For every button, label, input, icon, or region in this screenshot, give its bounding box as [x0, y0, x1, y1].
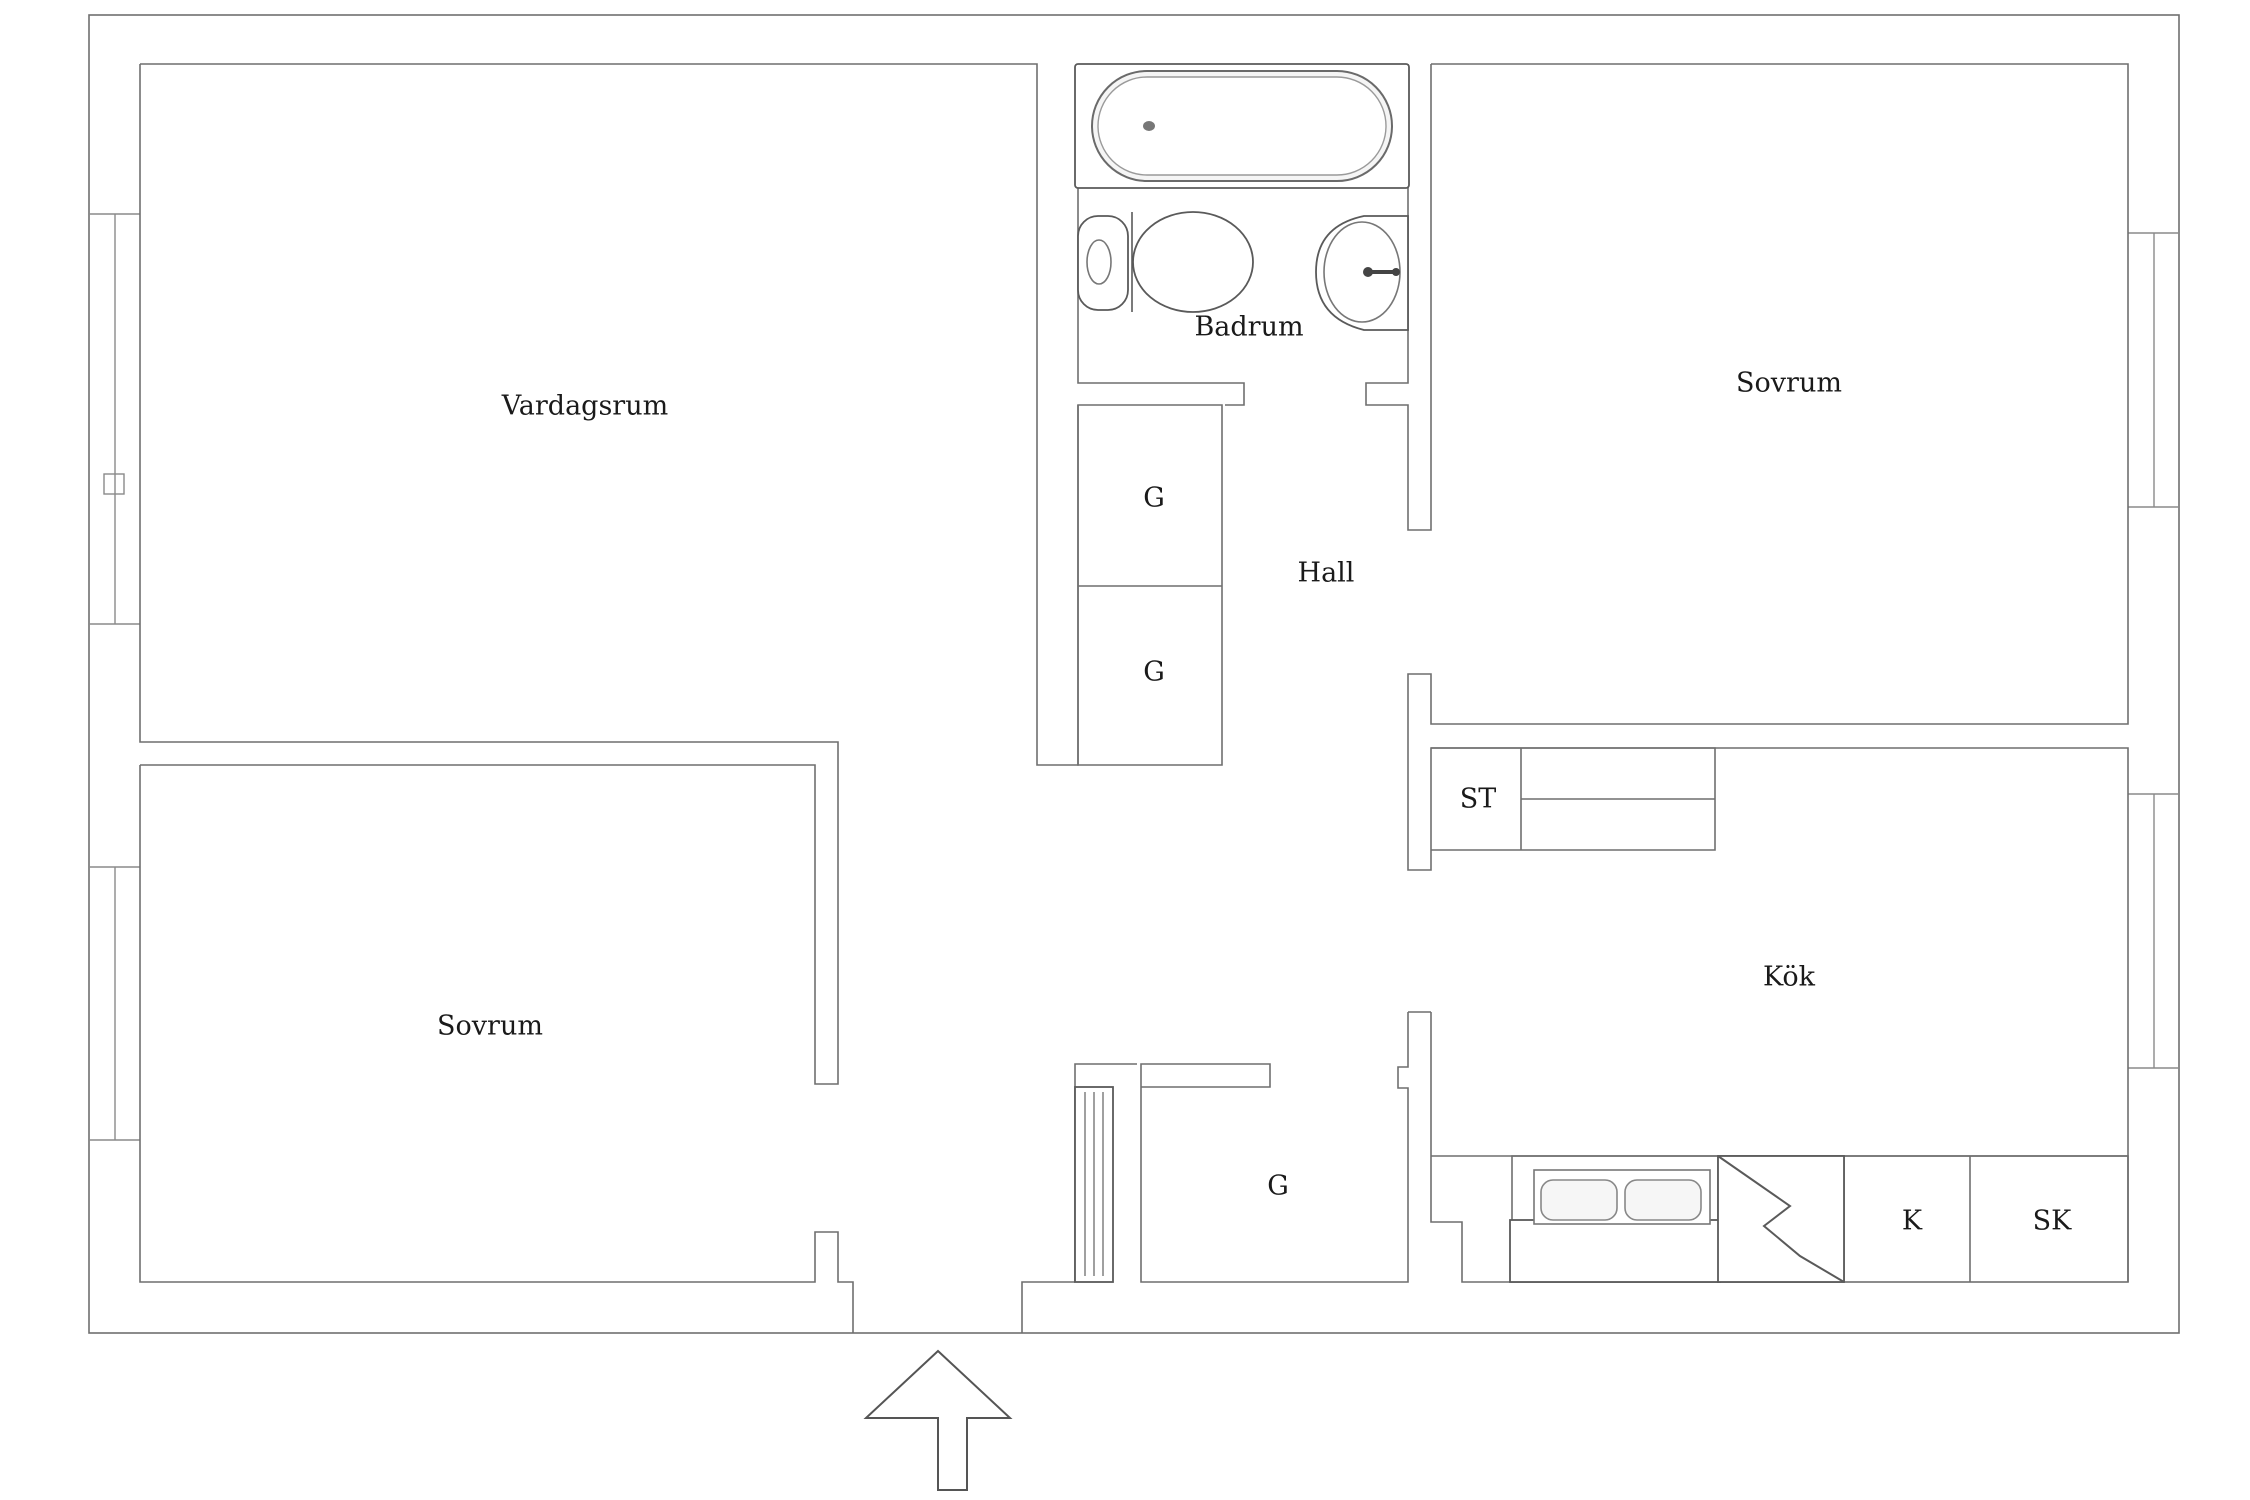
window-left-top — [89, 213, 140, 625]
window-right-top — [2128, 232, 2179, 508]
kitchen-walls — [1140, 1011, 2128, 1283]
fixture-label-freezer: SK — [2033, 1206, 2072, 1237]
stove-icon — [1717, 1155, 1845, 1283]
storage-unit — [1431, 747, 1716, 851]
fixture-label-storage: ST — [1460, 784, 1497, 815]
bedroom-right-walls — [1407, 63, 2129, 1282]
room-label-bedroom-right: Sovrum — [1736, 368, 1842, 399]
room-label-bathroom: Badrum — [1194, 312, 1303, 343]
outer-wall — [88, 14, 2180, 1334]
fixture-label-wardrobe-3: G — [1267, 1171, 1289, 1202]
room-label-living: Vardagsrum — [501, 391, 668, 422]
bedroom-left-walls — [139, 765, 1075, 1333]
room-label-bedroom-left: Sovrum — [437, 1011, 543, 1042]
fixture-label-fridge: K — [1902, 1206, 1923, 1237]
room-label-hall: Hall — [1298, 558, 1355, 589]
window-left-bottom — [89, 866, 140, 1141]
living-room-walls — [139, 63, 1079, 1085]
washbasin-icon — [1315, 215, 1409, 331]
kitchen-sink-icon — [1509, 1169, 1721, 1283]
fixture-label-wardrobe-1: G — [1143, 483, 1165, 514]
radiator-icon — [1074, 1086, 1114, 1283]
fixture-label-wardrobe-2: G — [1143, 657, 1165, 688]
room-label-kitchen: Kök — [1763, 962, 1816, 993]
bathtub-icon — [1074, 63, 1410, 189]
window-right-bottom — [2128, 793, 2179, 1069]
wardrobe-column-walls — [1077, 404, 1223, 766]
entrance-arrow-icon — [863, 1349, 1013, 1491]
toilet-icon — [1077, 211, 1254, 313]
